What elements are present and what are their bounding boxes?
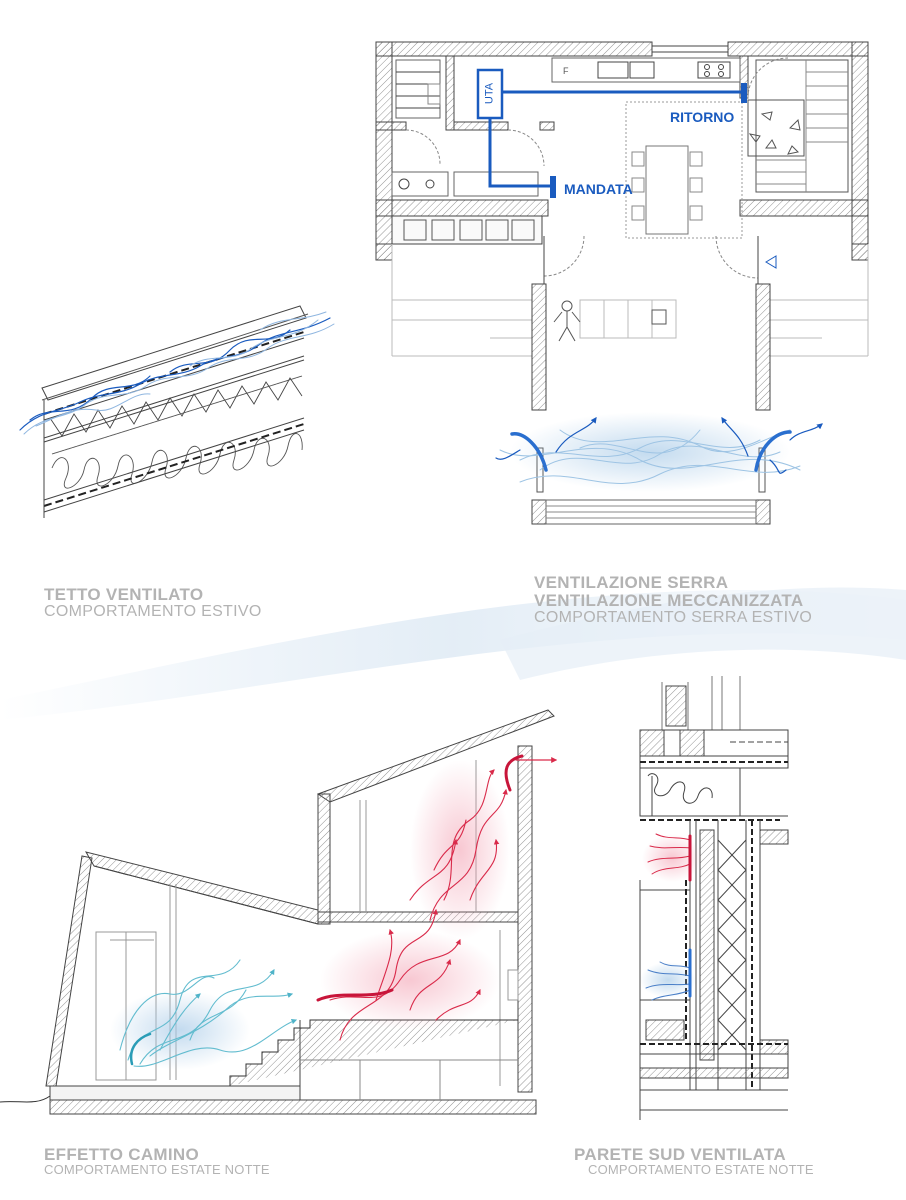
serra-caption-title-2: VENTILAZIONE MECCANIZZATA <box>534 591 804 610</box>
chimney-airflow <box>110 754 558 1070</box>
south-wall-section <box>639 676 789 1120</box>
roof-section <box>41 305 309 518</box>
camino-caption-subtitle: COMPORTAMENTO ESTATE NOTTE <box>44 1162 270 1177</box>
fridge-label: F <box>563 66 569 76</box>
ritorno-label: RITORNO <box>670 109 735 125</box>
roof-caption-title: TETTO VENTILATO <box>44 585 204 604</box>
serra-airflow <box>495 412 823 492</box>
background-swoosh <box>0 587 906 720</box>
south-wall-airflow <box>640 833 702 1001</box>
roof-airflow <box>19 311 335 435</box>
roof-caption-subtitle: COMPORTAMENTO ESTIVO <box>44 603 262 620</box>
chimney-section <box>0 709 555 1115</box>
parete-caption-subtitle: COMPORTAMENTO ESTATE NOTTE <box>588 1162 814 1177</box>
parete-caption-title: PARETE SUD VENTILATA <box>574 1145 786 1164</box>
floor-plan <box>375 41 869 525</box>
serra-caption-title-1: VENTILAZIONE SERRA <box>534 573 729 592</box>
mandata-label: MANDATA <box>564 181 633 197</box>
serra-caption-subtitle: COMPORTAMENTO SERRA ESTIVO <box>534 609 813 626</box>
uta-label: UTA <box>483 82 496 105</box>
hvac-ducts <box>476 68 747 198</box>
camino-caption-title: EFFETTO CAMINO <box>44 1145 199 1164</box>
